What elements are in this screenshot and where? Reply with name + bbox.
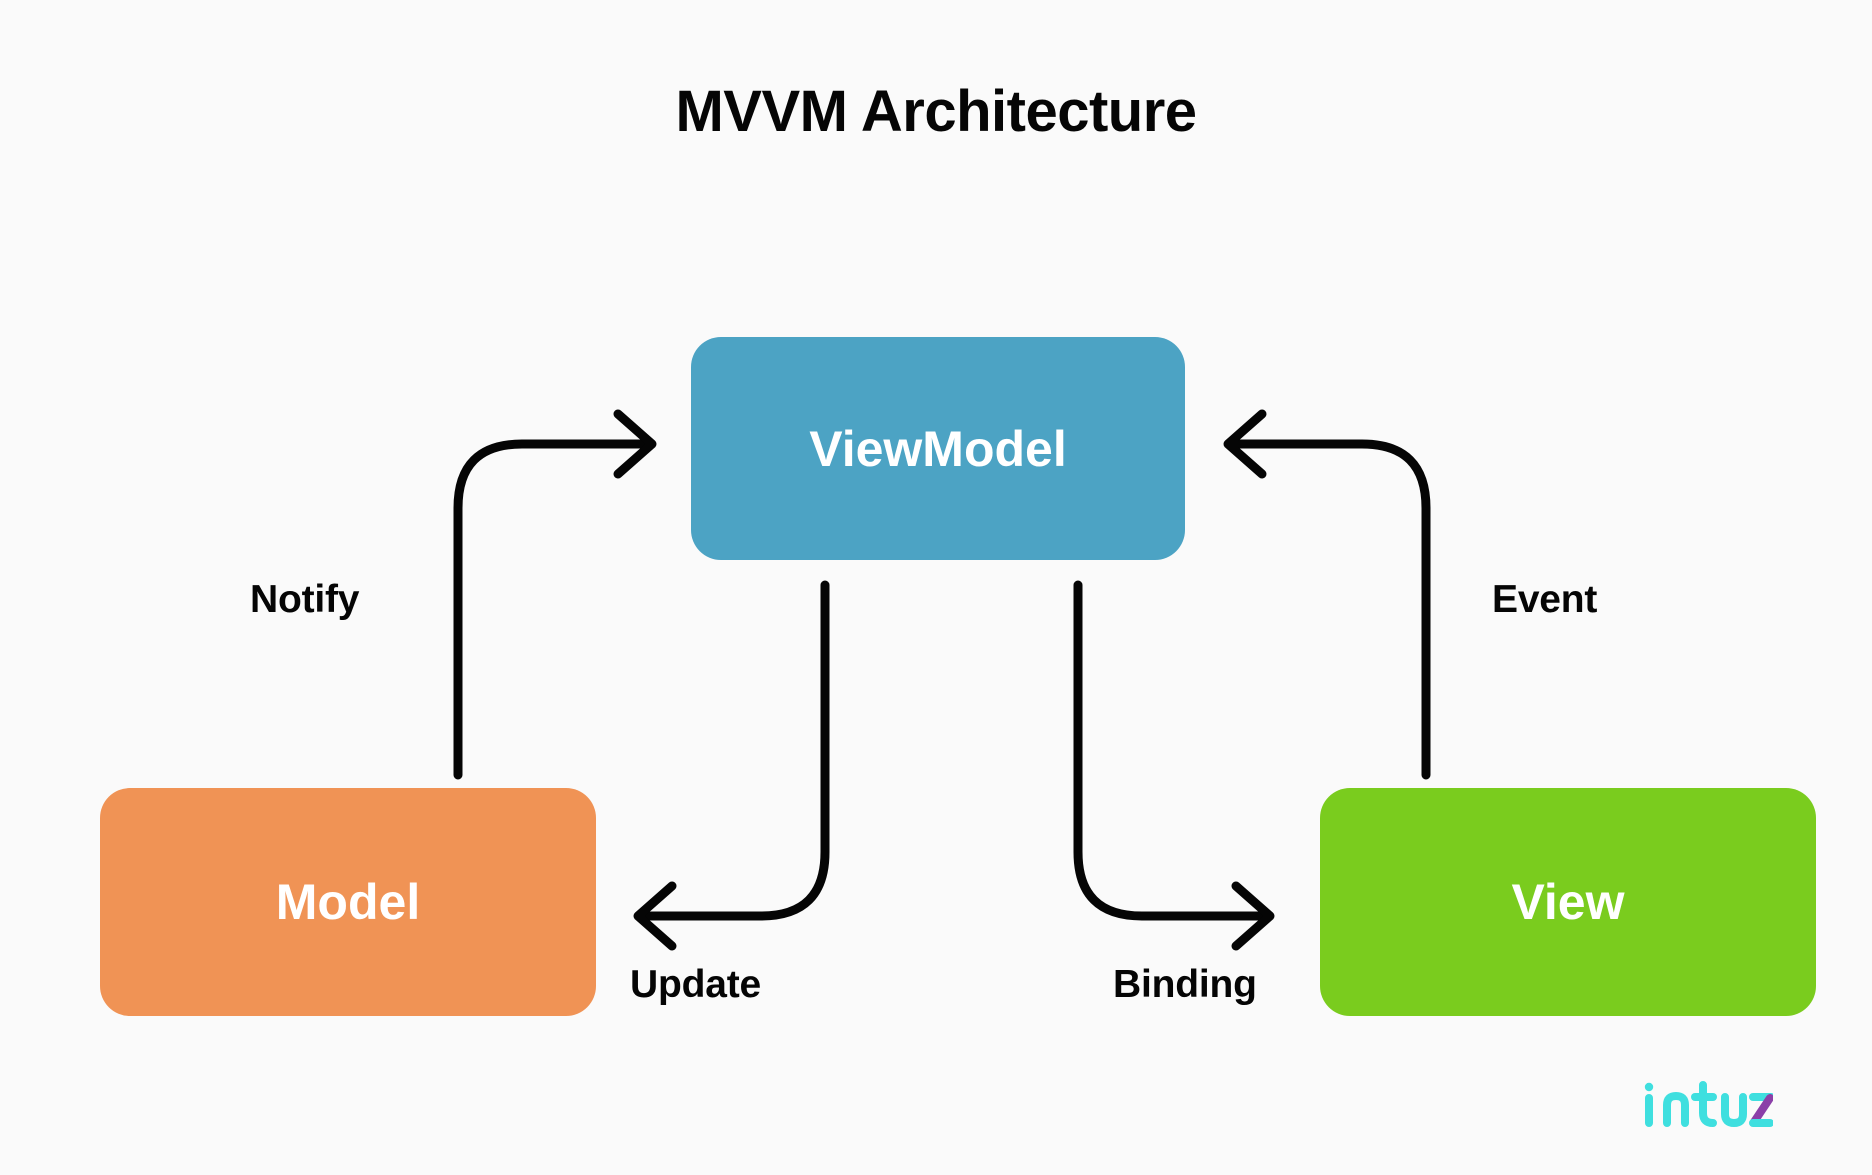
intuz-logo-icon — [1644, 1081, 1773, 1127]
node-viewmodel-label: ViewModel — [809, 420, 1067, 477]
edge-label-notify: Notify — [250, 578, 360, 621]
intuz-logo — [1643, 1081, 1773, 1129]
edge-notify — [453, 409, 657, 780]
node-viewmodel[interactable]: ViewModel — [691, 337, 1185, 560]
page-title: MVVM Architecture — [675, 79, 1197, 144]
node-view-label: View — [1511, 874, 1625, 930]
intuz-logo-dot — [1644, 1082, 1654, 1092]
edge-update — [633, 580, 830, 951]
edge-label-event: Event — [1492, 578, 1598, 621]
edge-binding — [1073, 580, 1275, 951]
edge-label-binding: Binding — [1113, 963, 1257, 1006]
edge-label-update: Update — [630, 963, 761, 1006]
node-model-label: Model — [275, 874, 421, 930]
node-view[interactable]: View — [1320, 788, 1816, 1016]
node-model[interactable]: Model — [100, 788, 596, 1016]
edge-event — [1223, 409, 1431, 780]
